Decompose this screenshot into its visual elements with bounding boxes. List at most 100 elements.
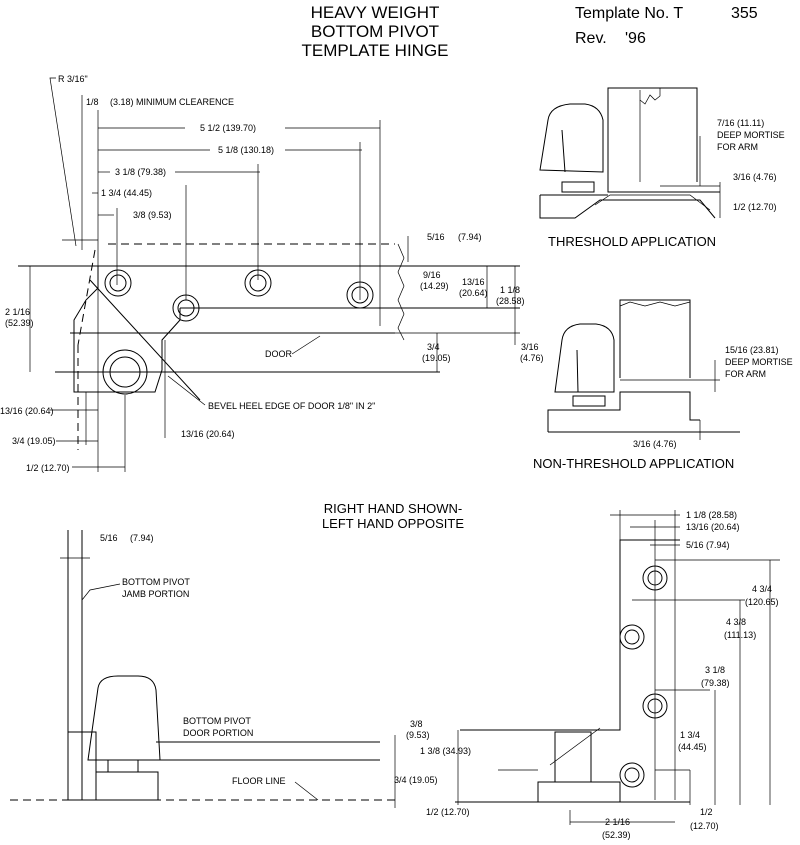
jamb-dim-13-16: 13/16 (20.64) (686, 522, 740, 532)
jamb-dim-2-1-16-mm: (52.39) (602, 830, 631, 840)
jamb-dim-1-3-4-frac: 1 3/4 (680, 730, 700, 740)
hand-note: RIGHT HAND SHOWN- LEFT HAND OPPOSITE (322, 501, 464, 531)
jamb-dim-frac: 5/16 (100, 533, 118, 543)
threshold-caption: THRESHOLD APPLICATION (548, 234, 716, 249)
dim-13-16-mm: (20.64) (459, 288, 488, 298)
jamb-label-2: JAMB PORTION (122, 589, 189, 599)
title-line-1: HEAVY WEIGHT (311, 3, 440, 22)
non-threshold-note-1: 15/16 (23.81) (725, 345, 779, 355)
jamb-dim-1-2-left: 1/2 (12.70) (426, 807, 470, 817)
plan-hole-3 (244, 269, 272, 297)
clearance-text: (3.18) MINIMUM CLEARENCE (110, 97, 234, 107)
threshold-dim-a: 3/16 (4.76) (733, 172, 777, 182)
dim-5-16-mm: (7.94) (458, 232, 482, 242)
non-threshold-door-break (619, 301, 691, 307)
threshold-closer-body (539, 103, 604, 173)
dim-3-4-frac: 3/4 (427, 342, 440, 352)
non-threshold-note-2: DEEP MORTISE (725, 357, 793, 367)
door-label-2: DOOR PORTION (183, 728, 253, 738)
threshold-note-2: DEEP MORTISE (717, 130, 785, 140)
jamb-dim-4-3-4-frac: 4 3/4 (752, 584, 772, 594)
threshold-view: 7/16 (11.11) DEEP MORTISE FOR ARM 3/16 (… (539, 87, 785, 249)
threshold-note-3: FOR ARM (717, 142, 758, 152)
non-threshold-door (619, 299, 691, 378)
plan-pivot-hole (102, 349, 148, 395)
dim-3-4-mm: (19.05) (422, 353, 451, 363)
elev-dim-3-4: 3/4 (19.05) (394, 775, 438, 785)
header: HEAVY WEIGHT BOTTOM PIVOT TEMPLATE HINGE… (301, 3, 757, 60)
elev-dim-3-8-mm: (9.53) (406, 730, 430, 740)
jamb-view: 1 1/8 (28.58) 13/16 (20.64) 5/16 (7.94) … (420, 510, 780, 840)
non-threshold-closer-body (554, 323, 615, 393)
radius-leader (49, 77, 77, 247)
plan-view: R 3/16" 1/8 (3.18) MINIMUM CLEARENCE 5 1… (0, 74, 544, 473)
non-threshold-spindle (572, 395, 606, 407)
door-portion-base (95, 771, 159, 801)
jamb-hole-3 (642, 693, 668, 719)
jamb-hole-1 (642, 565, 668, 591)
threshold-profile (594, 194, 711, 211)
revision-label: Rev. (575, 30, 607, 47)
jamb-dim-mm: (7.94) (130, 533, 154, 543)
non-threshold-note-3: FOR ARM (725, 369, 766, 379)
dim-1-2-left: 1/2 (12.70) (26, 463, 70, 473)
template-label: Template No. T (575, 5, 683, 22)
jamb-dim-4-3-8-mm: (111.13) (724, 630, 756, 640)
template-number: 355 (731, 5, 758, 22)
non-threshold-caption: NON-THRESHOLD APPLICATION (533, 456, 734, 471)
dim-2-1-16-frac: 2 1/16 (5, 307, 30, 317)
non-threshold-dim-a: 3/16 (4.76) (633, 439, 677, 449)
jamb-dim-5-16: 5/16 (7.94) (686, 540, 730, 550)
dim-13-16-frac: 13/16 (462, 277, 485, 287)
jamb-dim-1-2-mm: (12.70) (690, 821, 719, 831)
jamb-dim-3-1-8-mm: (79.38) (701, 678, 730, 688)
jamb-hole-4 (619, 762, 645, 788)
dim-1-1-8-mm: (28.58) (496, 296, 525, 306)
dim-13-16-bottom: 13/16 (20.64) (181, 429, 235, 439)
door-portion-spindle (107, 759, 139, 773)
dim-5-1-8: 5 1/8 (130.18) (218, 145, 274, 155)
dim-3-8: 3/8 (9.53) (133, 210, 172, 220)
break-line (397, 243, 405, 341)
revision-value: '96 (625, 30, 646, 47)
jamb-dim-3-1-8-frac: 3 1/8 (705, 665, 725, 675)
jamb-dim-4-3-4-mm: (120.65) (745, 597, 779, 607)
jamb-dim-1-2-frac: 1/2 (700, 807, 713, 817)
non-threshold-view: 15/16 (23.81) DEEP MORTISE FOR ARM 3/16 … (533, 299, 793, 471)
door-portion-body (87, 675, 161, 761)
door-label-1: BOTTOM PIVOT (183, 716, 251, 726)
jamb-dim-1-3-8: 1 3/8 (34.93) (420, 746, 471, 756)
threshold-door-break (639, 88, 661, 105)
dim-13-16-left: 13/16 (20.64) (0, 406, 54, 416)
dim-5-16-frac: 5/16 (427, 232, 445, 242)
non-threshold-base (547, 391, 700, 432)
dim-3-1-8: 3 1/8 (79.38) (115, 167, 166, 177)
dim-9-16-mm: (14.29) (420, 281, 449, 291)
jamb-leader (81, 583, 121, 601)
dim-1-3-4: 1 3/4 (44.45) (101, 188, 152, 198)
elev-dim-3-8-frac: 3/8 (410, 719, 423, 729)
dim-3-4-left: 3/4 (19.05) (12, 436, 56, 446)
door-heel-dashed (77, 249, 96, 346)
title-line-3: TEMPLATE HINGE (301, 41, 448, 60)
dim-1-1-8-frac: 1 1/8 (500, 285, 520, 295)
jamb-dim-1-1-8: 1 1/8 (28.58) (686, 510, 737, 520)
plan-hole-2 (172, 294, 200, 322)
dim-3-16-frac: 3/16 (521, 342, 539, 352)
dim-5-1-2: 5 1/2 (139.70) (200, 123, 256, 133)
floor-label: FLOOR LINE (232, 776, 286, 786)
door-label: DOOR (265, 349, 293, 359)
jamb-dim-2-1-16-frac: 2 1/16 (605, 817, 630, 827)
elevation-view: 5/16 (7.94) BOTTOM PIVOT JAMB PORTION BO… (10, 530, 438, 808)
hand-note-line-1: RIGHT HAND SHOWN- (324, 501, 462, 516)
jamb-hole-2 (619, 624, 645, 650)
bevel-note: BEVEL HEEL EDGE OF DOOR 1/8" IN 2" (208, 401, 375, 411)
jamb-dim-4-3-8-frac: 4 3/8 (726, 617, 746, 627)
arm-outline (73, 266, 181, 393)
radius-label: R 3/16" (58, 74, 88, 84)
threshold-base (539, 195, 716, 219)
threshold-arm-top (607, 182, 720, 193)
jamb-pivot-diag (549, 727, 601, 766)
threshold-spindle (561, 181, 595, 193)
